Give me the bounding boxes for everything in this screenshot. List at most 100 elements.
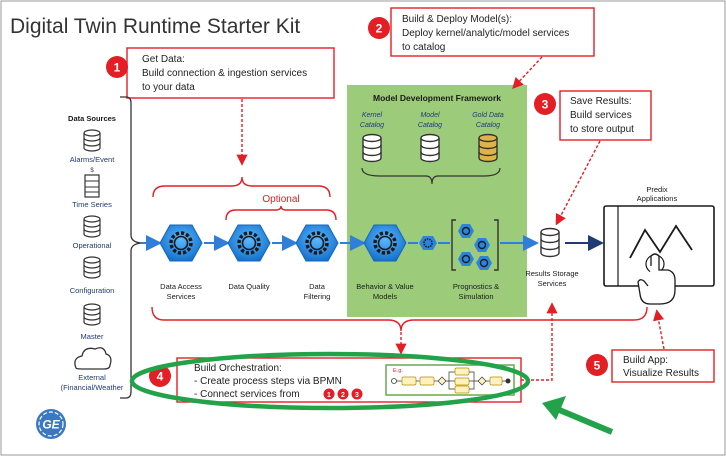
step-line: to store output	[570, 124, 634, 135]
predix-applications: Predix Applications	[603, 185, 715, 305]
database-icon	[362, 133, 382, 163]
dollar-marker: $	[90, 168, 94, 174]
step-title: Save Results:	[570, 96, 632, 107]
database-icon	[420, 133, 440, 163]
gear-cluster-icon	[458, 224, 492, 270]
catalog-brace	[361, 167, 501, 185]
step-number-badge	[106, 56, 128, 78]
hexagon-shape	[159, 224, 203, 262]
source-label: Operational	[73, 241, 112, 250]
gear-icon	[373, 231, 397, 255]
green-pointer-arrow	[542, 396, 614, 435]
ref-badge	[323, 388, 335, 400]
service-label: Data Access	[160, 282, 202, 291]
source-time-series: $ Time Series	[72, 168, 112, 209]
hexagon-shape	[295, 224, 339, 262]
step-line: - Create process steps via BPMN	[194, 376, 342, 387]
step-3-arrow	[555, 140, 601, 226]
ref-number: 3	[355, 392, 359, 399]
step-2-callout: 2 Build & Deploy Model(s): Deploy kernel…	[368, 7, 595, 57]
predix-label: Applications	[637, 194, 678, 203]
step-line: to your data	[142, 82, 195, 93]
ref-number: 2	[341, 392, 345, 399]
service-data-filtering: Data Filtering	[295, 224, 339, 301]
step-title: Build Orchestration:	[194, 363, 282, 374]
cloud-icon	[74, 347, 112, 370]
step-title: Build App:	[623, 355, 668, 366]
service-label: Prognostics &	[453, 282, 499, 291]
step-number-badge	[534, 93, 556, 115]
step-box	[611, 349, 715, 383]
service-data-access: Data Access Services	[159, 224, 203, 301]
source-label: Time Series	[72, 200, 112, 209]
bpmn-example: E.g.	[385, 364, 515, 396]
database-icon	[83, 129, 101, 152]
step-number: 2	[376, 22, 383, 36]
source-label: (Financial/Weather	[61, 383, 124, 392]
ref-badge	[351, 388, 363, 400]
database-icon	[83, 215, 101, 238]
ref-number: 1	[327, 392, 331, 399]
optional-label: Optional	[262, 194, 299, 205]
framework-panel	[347, 85, 527, 317]
bpmn-eg-label: E.g.	[393, 368, 403, 374]
source-label: Alarms/Event	[70, 155, 116, 164]
catalog-label: Catalog	[418, 122, 442, 129]
service-data-quality: Data Quality	[227, 224, 271, 291]
source-configuration: Configuration	[70, 256, 114, 295]
orchestration-brace	[151, 306, 648, 332]
ge-logo: GE	[36, 409, 66, 439]
step-box	[390, 7, 595, 57]
line-chart-icon	[629, 224, 693, 259]
source-label: Master	[81, 332, 104, 341]
optional-brace	[225, 205, 337, 221]
service-behavior-value-models: Behavior & Value Models	[356, 224, 414, 301]
predix-label: Predix	[646, 185, 668, 194]
bracket-right	[494, 219, 499, 271]
database-icon	[83, 303, 101, 326]
source-label: External	[78, 373, 106, 382]
source-master: Master	[81, 303, 104, 341]
service-label: Simulation	[458, 292, 493, 301]
catalog-kernel: Kernel Catalog	[360, 112, 384, 163]
step-number: 4	[157, 370, 164, 384]
step-title: Get Data:	[142, 54, 185, 65]
step-number: 3	[542, 98, 549, 112]
small-gear-icon	[419, 236, 437, 250]
service-label: Data Quality	[228, 282, 270, 291]
service-label: Data	[309, 282, 326, 291]
source-operational: Operational	[73, 215, 112, 250]
bpmn-flow-icon	[391, 367, 511, 394]
step-line: Deploy kernel/analytic/model services	[402, 28, 569, 39]
gear-icon	[305, 231, 329, 255]
service-label: Models	[373, 292, 397, 301]
hexagon-shape	[227, 224, 271, 262]
step-3-callout: 3 Save Results: Build services to store …	[534, 90, 652, 141]
catalog-gold-data: Gold Data Catalog	[472, 112, 504, 163]
database-icon	[83, 256, 101, 279]
step-number-badge	[368, 17, 390, 39]
step-line: Build connection & ingestion services	[142, 68, 307, 79]
service-label: Services	[167, 292, 196, 301]
gold-database-icon	[478, 133, 498, 163]
results-storage: Results Storage Services	[525, 227, 579, 288]
service-label: Behavior & Value	[356, 282, 413, 291]
service-prognostics-simulation: Prognostics & Simulation	[451, 219, 499, 301]
step-line: Build services	[570, 110, 632, 121]
storage-label: Services	[538, 279, 567, 288]
catalog-model: Model Catalog	[418, 112, 442, 163]
highlight-ellipse	[129, 351, 531, 411]
step-line: Visualize Results	[623, 368, 699, 379]
storage-label: Results Storage	[525, 269, 578, 278]
step-1-callout: 1 Get Data: Build connection & ingestion…	[106, 47, 335, 99]
catalog-label: Model	[420, 112, 440, 119]
hexagon-shape	[363, 224, 407, 262]
database-icon	[540, 227, 560, 258]
gear-icon	[169, 231, 193, 255]
ref-badge	[337, 388, 349, 400]
catalog-label: Gold Data	[472, 112, 504, 119]
logo-text: GE	[42, 418, 60, 432]
step-2-arrow	[512, 56, 543, 90]
